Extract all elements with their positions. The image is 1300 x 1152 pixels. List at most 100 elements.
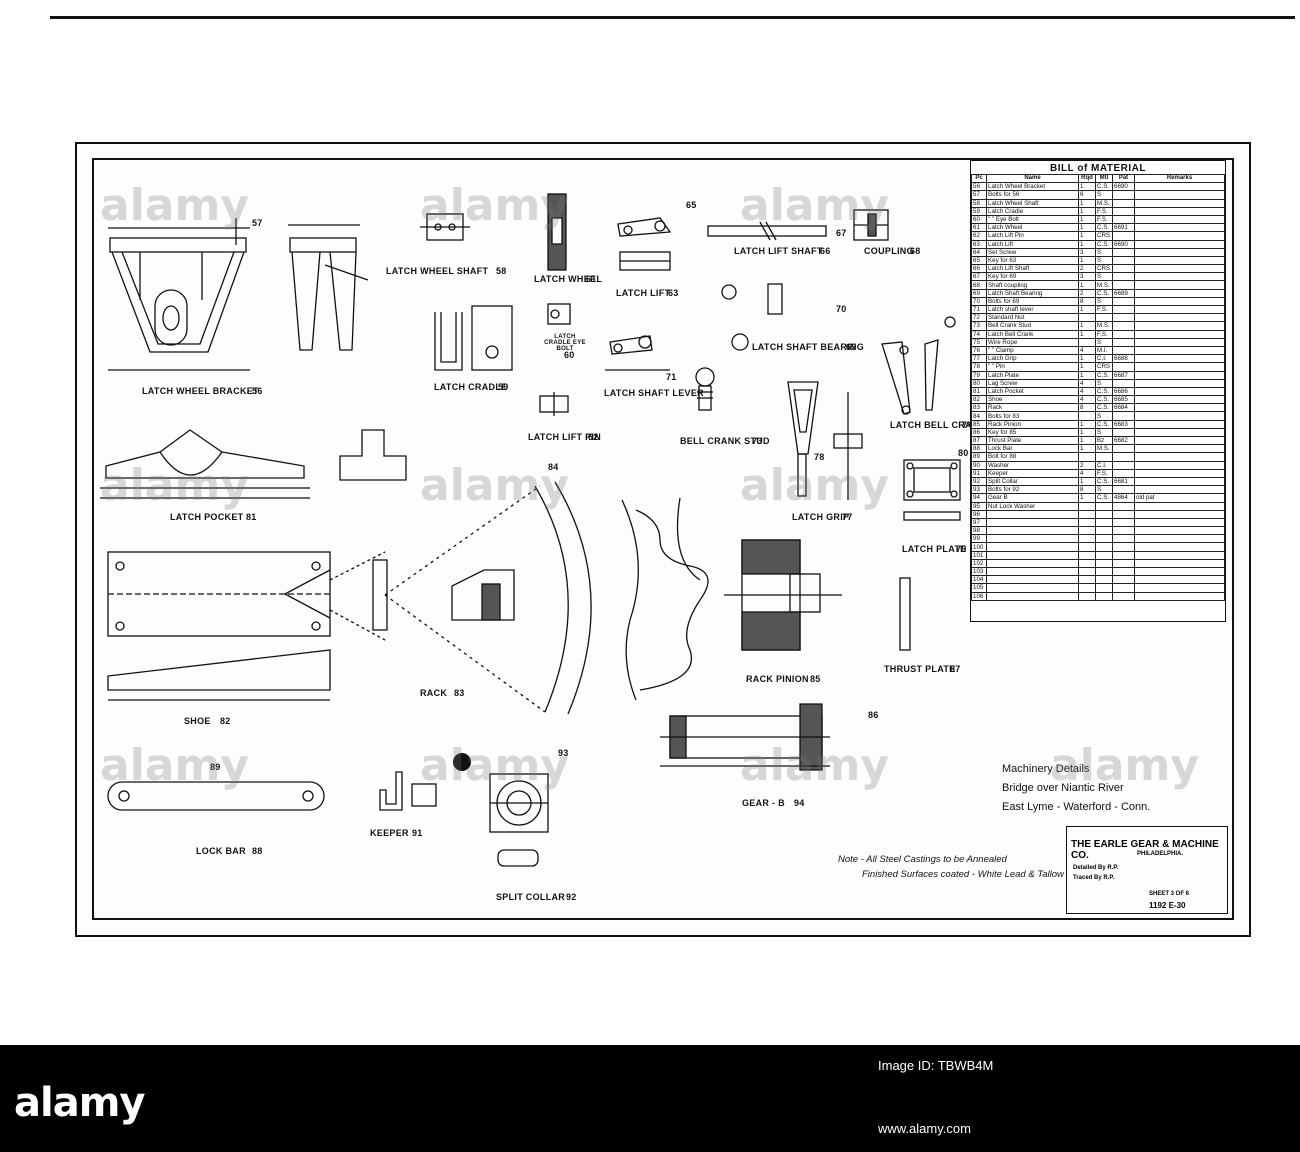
bom-cell: Latch Grip xyxy=(986,354,1079,364)
bom-cell xyxy=(986,583,1079,593)
footer-logo[interactable]: alamy xyxy=(14,1080,145,1126)
bom-cell xyxy=(1078,550,1096,560)
part-number-65: 65 xyxy=(686,200,697,210)
bom-cell: Key for 69 xyxy=(986,272,1079,282)
note-line-2: Finished Surfaces coated - White Lead & … xyxy=(862,869,1064,880)
bom-cell: M.S. xyxy=(1095,444,1113,454)
latch-cradle-eye-bolt-drawing xyxy=(547,303,571,325)
bom-cell xyxy=(1112,526,1135,536)
bom-cell xyxy=(1134,362,1225,372)
bom-cell: Lock Bar xyxy=(986,444,1079,454)
bom-cell xyxy=(1112,296,1135,307)
bom-cell xyxy=(986,558,1079,569)
bom-cell xyxy=(986,591,1079,601)
bom-cell: C.S. xyxy=(1095,288,1113,298)
part-number-62: 62 xyxy=(588,432,599,442)
bom-cell xyxy=(1112,345,1135,356)
bom-cell xyxy=(1134,255,1225,266)
bom-header-cell: Remarks xyxy=(1134,173,1225,184)
coupling-drawing xyxy=(853,209,889,241)
bom-cell xyxy=(1095,517,1113,528)
bom-cell: F.S. xyxy=(1095,304,1113,315)
bom-cell xyxy=(1134,198,1225,208)
bom-cell: C.S. xyxy=(1095,403,1113,413)
bom-cell: M.S. xyxy=(1095,321,1113,331)
label-latch-pocket: LATCH POCKET xyxy=(170,512,244,522)
bom-cell xyxy=(1134,403,1225,413)
bom-title: BILL of MATERIAL xyxy=(1050,163,1146,174)
bom-cell xyxy=(1095,542,1113,552)
bom-cell: 56 xyxy=(971,182,987,192)
label-latch-cradle-eye-bolt: LATCH CRADLE EYE BOLT xyxy=(544,334,586,352)
bom-header-cell: Name xyxy=(986,173,1079,184)
bom-cell: 1 xyxy=(1078,329,1096,339)
bom-cell: 1 xyxy=(1078,255,1096,266)
bom-row: 96 xyxy=(971,509,1225,519)
bom-cell: 8 xyxy=(1078,485,1096,495)
bom-cell: Nut Lock Washer xyxy=(986,501,1079,511)
bom-cell xyxy=(1134,231,1225,241)
bom-cell: 1 xyxy=(1078,198,1096,208)
bom-cell: 6688 xyxy=(1112,354,1135,364)
bom-cell: 6687 xyxy=(1112,370,1135,380)
bom-cell: 95 xyxy=(971,501,987,511)
bom-cell: C.S. xyxy=(1095,419,1113,429)
bom-cell xyxy=(1112,583,1135,593)
footer-url[interactable]: www.alamy.com xyxy=(878,1121,971,1136)
bom-cell xyxy=(1112,362,1135,372)
bom-header-row: Pc Name Rqd Mtl Pat Remarks xyxy=(971,173,1225,184)
bom-cell: Rack xyxy=(986,403,1079,413)
drawing-location: East Lyme - Waterford - Conn. xyxy=(1002,801,1151,813)
ink-blot xyxy=(453,753,471,771)
bom-cell: M.S. xyxy=(1095,280,1113,290)
bom-cell: 1 xyxy=(1078,435,1096,446)
bom-cell: 1 xyxy=(1078,214,1096,225)
bom-cell: 68 xyxy=(971,280,987,290)
bom-cell xyxy=(1112,534,1135,544)
part-number-73: 73 xyxy=(752,436,763,446)
bom-cell xyxy=(1134,313,1225,323)
bom-row: 102 xyxy=(971,558,1225,569)
bom-cell: 1 xyxy=(1078,476,1096,487)
bom-cell xyxy=(1112,566,1135,577)
part-number-93: 93 xyxy=(558,748,569,758)
bom-cell: 86 xyxy=(971,427,987,438)
part-number-87: 87 xyxy=(950,664,961,674)
bom-cell: M.I. xyxy=(1095,345,1113,356)
bom-cell xyxy=(1078,517,1096,528)
bom-cell: Latch Pocket xyxy=(986,386,1079,397)
gear-tooth-profile-drawing xyxy=(621,497,709,701)
latch-lift-drawing xyxy=(617,217,672,271)
label-keeper: KEEPER xyxy=(370,828,409,838)
bom-cell: 1 xyxy=(1078,231,1096,241)
bom-cell xyxy=(1112,206,1135,216)
bom-cell: 99 xyxy=(971,534,987,544)
bom-cell xyxy=(986,575,1079,585)
bom-cell xyxy=(1078,337,1096,347)
bom-cell: Bz xyxy=(1095,435,1113,446)
bom-cell xyxy=(1112,378,1135,388)
bom-cell xyxy=(1134,468,1225,478)
bom-cell: S xyxy=(1095,272,1113,282)
bom-cell xyxy=(1134,427,1225,438)
bom-row: 103 xyxy=(971,566,1225,577)
bom-cell xyxy=(1078,526,1096,536)
title-block: Machinery Details Bridge over Niantic Ri… xyxy=(1002,760,1150,817)
bom-cell: 84 xyxy=(971,411,987,421)
bom-cell xyxy=(1112,313,1135,323)
bom-cell: 73 xyxy=(971,321,987,331)
bom-cell xyxy=(1112,198,1135,208)
bom-cell: 76 xyxy=(971,345,987,356)
bom-cell: 6690 xyxy=(1112,239,1135,249)
bom-cell xyxy=(1095,509,1113,519)
